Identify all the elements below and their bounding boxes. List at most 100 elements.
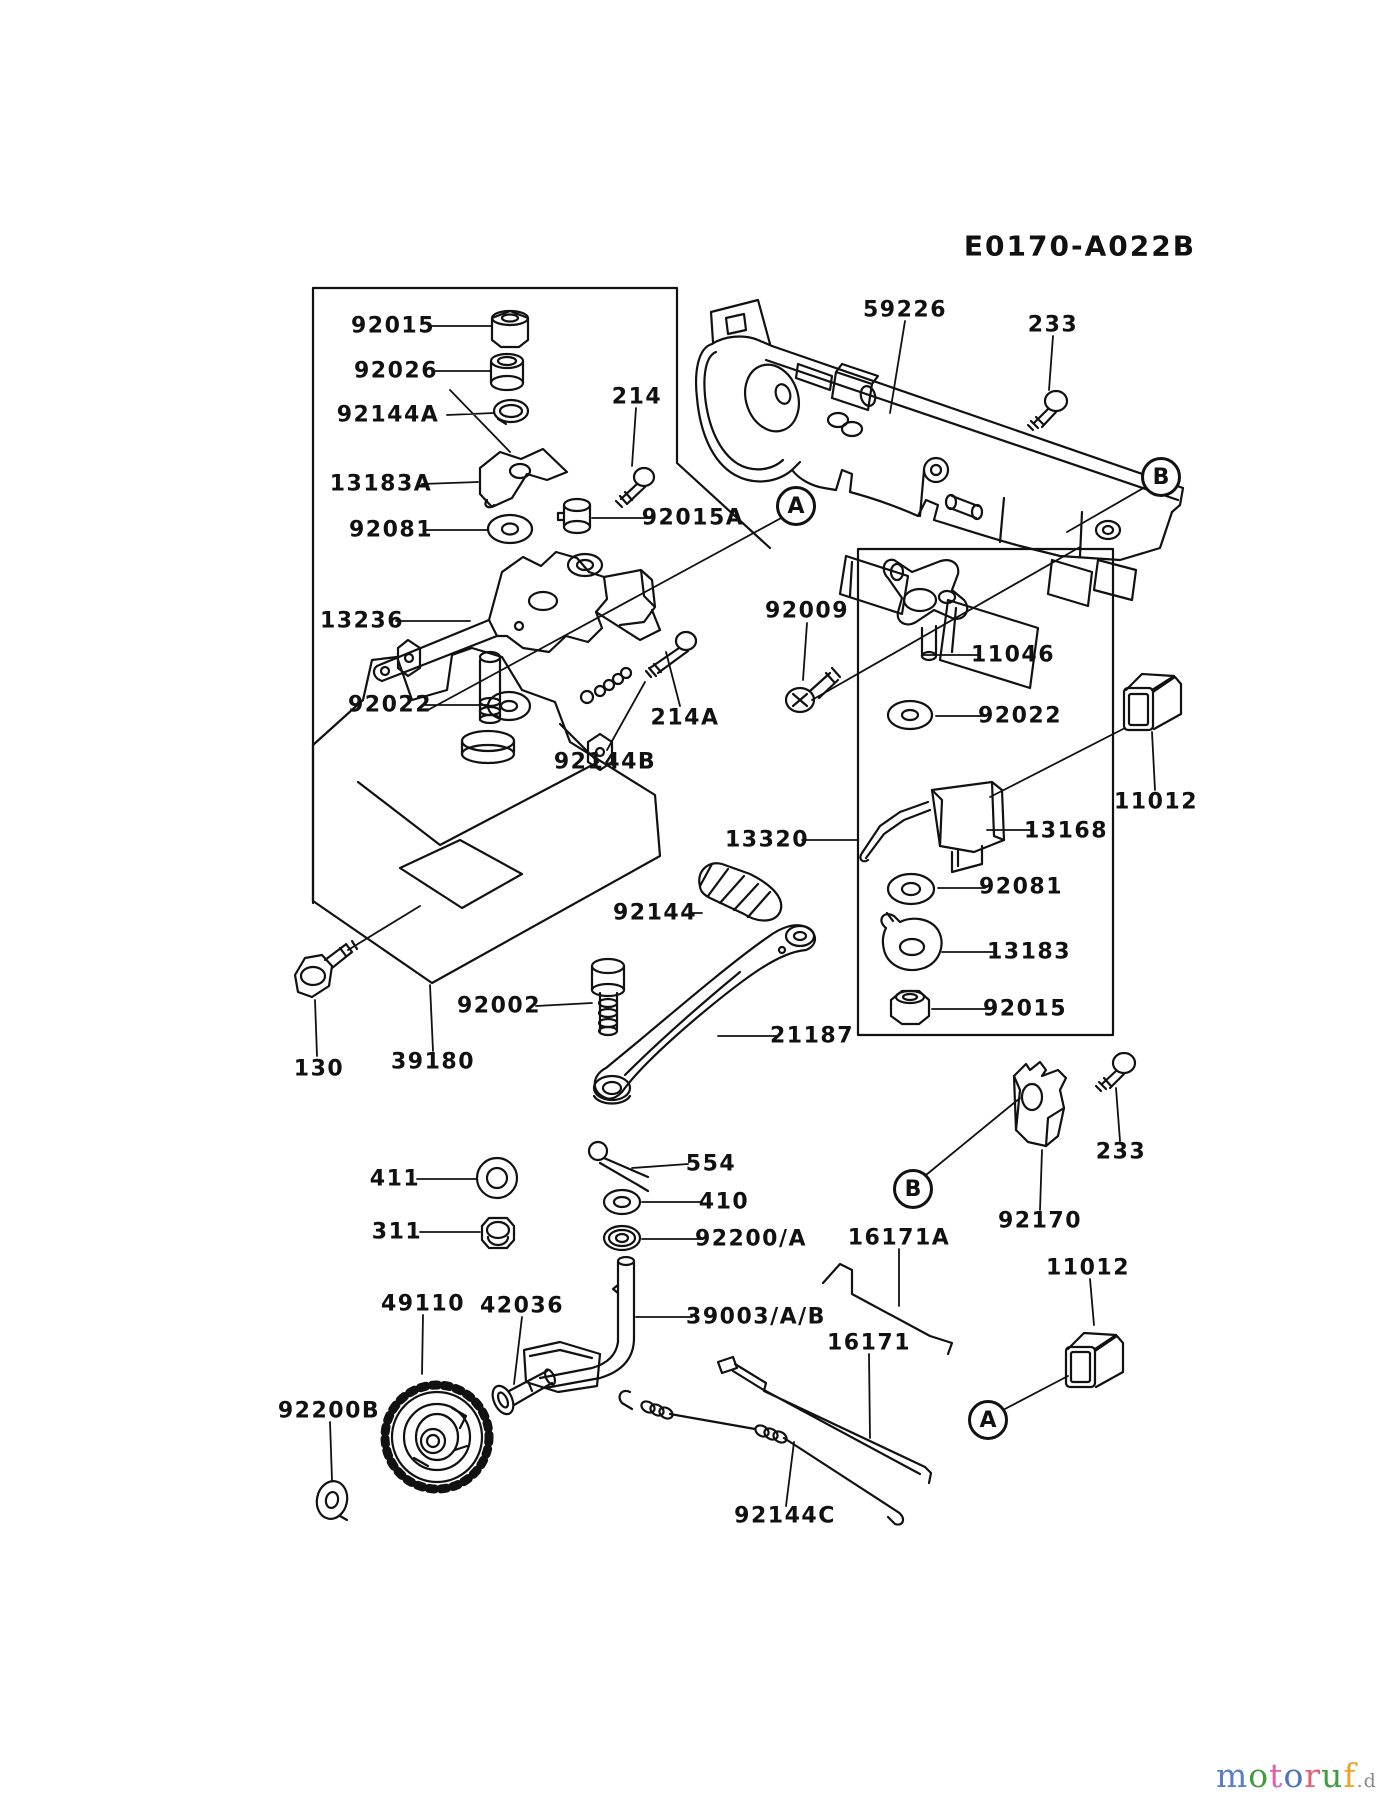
part-label-92081: 92081: [348, 517, 434, 543]
part-label-92026: 92026: [353, 358, 439, 384]
detail-marker-A-0: A: [776, 486, 816, 526]
governor-plate-13183A-drawing: [478, 447, 569, 509]
gear-49110-drawing: [380, 1380, 494, 1494]
screw-233-top-drawing: [1026, 389, 1069, 432]
lever-13168-drawing: [859, 780, 1006, 874]
part-label-42036: 42036: [479, 1293, 565, 1319]
nut-92015-drawing: [490, 309, 530, 349]
base-plate-39180-drawing: [311, 638, 662, 985]
nut-92015-right-drawing: [889, 989, 931, 1026]
cam-13183-drawing: [880, 911, 943, 972]
bushing-92026-drawing: [489, 352, 525, 392]
part-label-11046: 11046: [970, 642, 1056, 668]
lever-21187-drawing: [592, 924, 817, 1105]
part-label-13183: 13183: [986, 939, 1072, 965]
part-label-59226: 59226: [862, 297, 948, 323]
part-label-214A: 214A: [650, 705, 720, 731]
part-label-92022: 92022: [347, 692, 433, 718]
part-label-39003-A-B: 39003/A/B: [686, 1304, 826, 1330]
part-label-16171A: 16171A: [847, 1225, 951, 1251]
part-label-92170: 92170: [997, 1208, 1083, 1234]
bolt-130-drawing: [293, 939, 359, 999]
motoruf-watermark: motoruf.de: [1216, 1756, 1376, 1795]
leader-lines: [314, 320, 1156, 1507]
spring-92144-drawing: [698, 862, 783, 922]
washer-92200A-drawing: [602, 1224, 642, 1252]
cotter-pin-554-drawing: [587, 1140, 650, 1193]
watermark-letter: r: [1304, 1756, 1322, 1795]
part-label-16171: 16171: [826, 1330, 912, 1356]
part-label-92144: 92144: [612, 900, 698, 926]
shaft-39003-drawing: [522, 1255, 636, 1394]
washer-92081-left-drawing: [486, 513, 534, 545]
rubber-cap-11012-top-drawing: [1122, 672, 1183, 732]
part-label-92200B: 92200B: [277, 1398, 381, 1424]
part-label-49110: 49110: [380, 1291, 466, 1317]
spring-92144B-drawing: [579, 666, 633, 705]
detail-marker-B-1: B: [1141, 457, 1181, 497]
part-label-233: 233: [1095, 1139, 1147, 1165]
rod-16171-drawing: [716, 1355, 933, 1485]
part-label-92002: 92002: [456, 993, 542, 1019]
group-box-governor-parts: [311, 286, 772, 905]
watermark-suffix: .de: [1356, 1770, 1376, 1792]
watermark-letter: u: [1321, 1756, 1344, 1795]
control-panel-59226-drawing: [694, 298, 1185, 690]
watermark-letter: f: [1343, 1756, 1357, 1795]
rubber-cap-11012-bottom-drawing: [1064, 1331, 1125, 1389]
part-label-233: 233: [1027, 312, 1079, 338]
part-label-11012: 11012: [1045, 1255, 1131, 1281]
part-label-410: 410: [698, 1189, 750, 1215]
washer-92081-right-drawing: [886, 872, 936, 906]
bolt-92002-drawing: [590, 957, 626, 1037]
part-label-92015: 92015: [982, 996, 1068, 1022]
part-label-554: 554: [685, 1151, 737, 1177]
part-label-92144A: 92144A: [336, 402, 440, 428]
screw-214A-drawing: [644, 630, 698, 679]
part-label-92022: 92022: [977, 703, 1063, 729]
part-label-92144B: 92144B: [553, 749, 657, 775]
part-label-13320: 13320: [724, 827, 810, 853]
part-label-13236: 13236: [319, 608, 405, 634]
part-label-311: 311: [371, 1219, 423, 1245]
part-label-11012: 11012: [1113, 789, 1199, 815]
detail-marker-A-3: A: [968, 1400, 1008, 1440]
spring-washer-92144A-drawing: [492, 398, 530, 426]
bracket-13236-drawing: [372, 550, 662, 683]
part-label-92015A: 92015A: [641, 505, 745, 531]
screw-233-bottom-drawing: [1094, 1051, 1137, 1093]
watermark-letter: t: [1269, 1756, 1284, 1795]
washer-411-drawing: [475, 1156, 519, 1200]
clamp-92170-drawing: [1012, 1060, 1068, 1148]
washer-92022-right-drawing: [886, 699, 934, 731]
screw-92009-drawing: [784, 666, 842, 714]
nut-311-drawing: [480, 1216, 516, 1250]
washer-92200B-drawing: [315, 1480, 349, 1522]
part-label-411: 411: [369, 1166, 421, 1192]
part-label-92015: 92015: [350, 313, 436, 339]
diagram-code-title: E0170-A022B: [963, 229, 1197, 263]
group-box-control-parts: [856, 547, 1115, 1037]
rod-16171A-drawing: [821, 1262, 954, 1356]
part-label-130: 130: [293, 1056, 345, 1082]
screw-42036-drawing: [491, 1368, 557, 1416]
watermark-letter: o: [1283, 1756, 1305, 1795]
part-label-92144C: 92144C: [734, 1503, 836, 1529]
bracket-11046-drawing: [882, 558, 969, 662]
part-label-21187: 21187: [769, 1023, 855, 1049]
part-label-214: 214: [611, 384, 663, 410]
part-label-92081: 92081: [978, 874, 1064, 900]
part-label-39180: 39180: [390, 1049, 476, 1075]
watermark-letter: o: [1248, 1756, 1270, 1795]
detail-marker-B-2: B: [893, 1169, 933, 1209]
part-label-92009: 92009: [764, 598, 850, 624]
spring-rod-92144C-drawing: [618, 1389, 905, 1526]
part-label-13168: 13168: [1023, 818, 1109, 844]
part-label-13183A: 13183A: [329, 471, 433, 497]
watermark-letter: m: [1216, 1756, 1249, 1795]
part-label-92200-A: 92200/A: [694, 1226, 808, 1252]
washer-410-drawing: [602, 1188, 642, 1216]
cap-92015A-drawing: [556, 497, 592, 535]
